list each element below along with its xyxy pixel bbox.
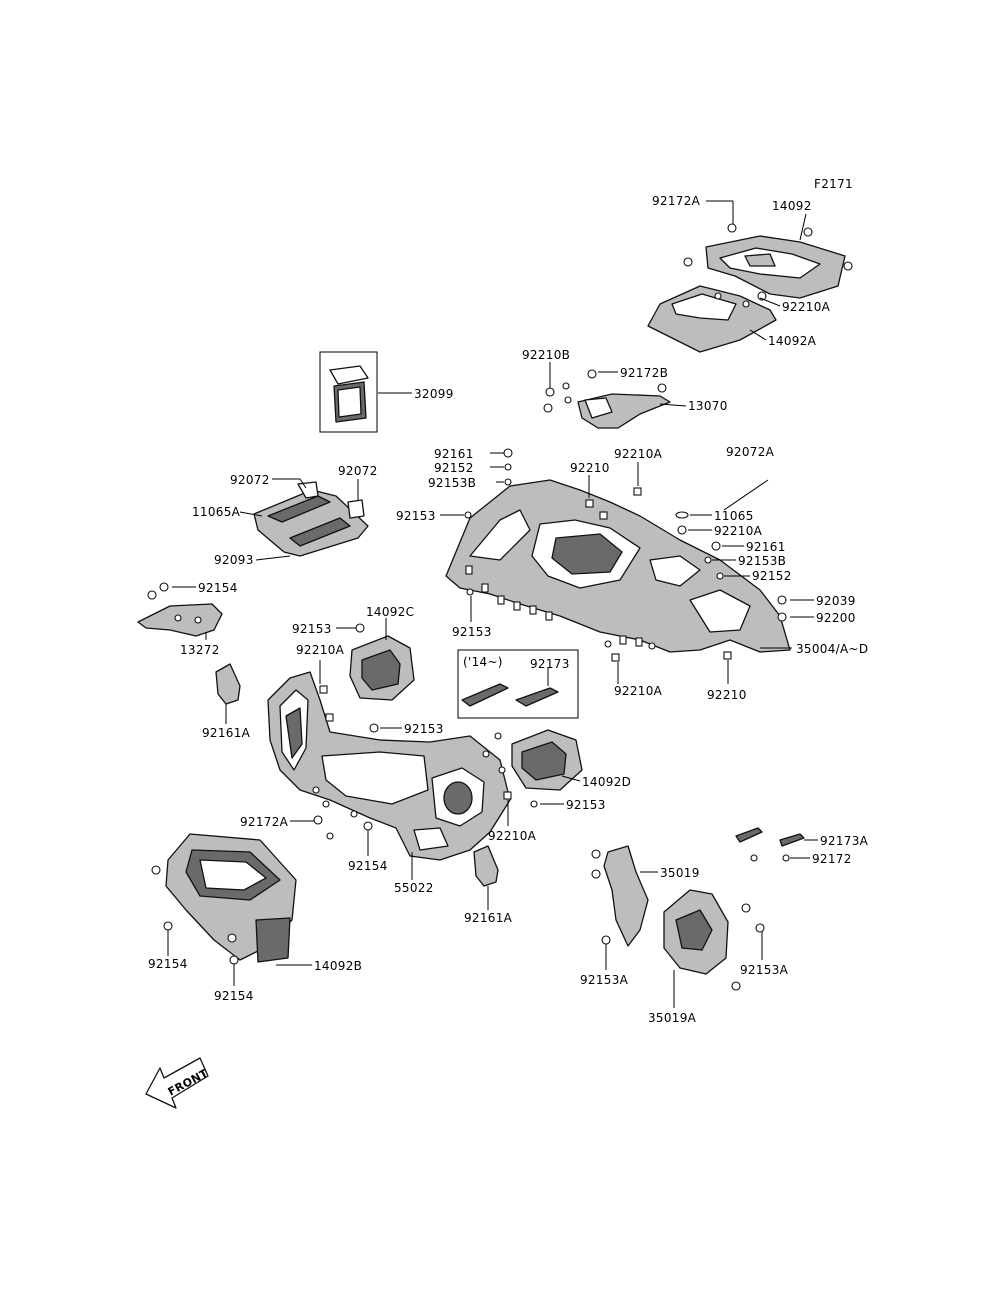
inset-92173	[457, 649, 579, 719]
lid-11065A	[253, 481, 369, 557]
label-14092: 14092	[772, 199, 812, 213]
front-fender-55022	[267, 671, 511, 861]
label-14092D: 14092D	[582, 775, 631, 789]
label-92161A-right: 92161A	[464, 911, 513, 925]
label-35019: 35019	[660, 866, 700, 880]
label-92173A: 92173A	[820, 834, 869, 848]
label-92161A-left: 92161A	[202, 726, 251, 740]
label-92210A-lower: 92210A	[614, 684, 663, 698]
label-35019A: 35019A	[648, 1011, 697, 1025]
label-92172B: 92172B	[620, 366, 668, 380]
figure-code: F2171	[814, 177, 853, 191]
label-92153-front: 92153	[404, 722, 444, 736]
label-35004: 35004/A~D	[796, 642, 868, 656]
label-92152-top: 92152	[434, 461, 474, 475]
label-92210A-d: 92210A	[488, 829, 537, 843]
inner-cover-14092C	[349, 635, 415, 701]
label-92210A-rear: 92210A	[782, 300, 831, 314]
label-13272: 13272	[180, 643, 220, 657]
label-92153A-right: 92153A	[740, 963, 789, 977]
label-92210: 92210	[570, 461, 610, 475]
label-11065: 11065	[714, 509, 754, 523]
front-arrow	[145, 1057, 209, 1109]
label-14092A: 14092A	[768, 334, 817, 348]
rear-cover-14092	[705, 235, 846, 299]
label-92161-mid: 92161	[746, 540, 786, 554]
label-92210-lower: 92210	[707, 688, 747, 702]
label-92072-left: 92072	[230, 473, 270, 487]
rear-fender-35004	[445, 479, 791, 653]
seal-92161A-right	[473, 845, 499, 887]
label-13070: 13070	[688, 399, 728, 413]
label-92161-top: 92161	[434, 447, 474, 461]
label-92173: 92173	[530, 657, 570, 671]
inner-cover-14092D	[511, 729, 583, 791]
label-92154-bracket: 92154	[198, 581, 238, 595]
label-92072-right: 92072	[338, 464, 378, 478]
label-32099: 32099	[414, 387, 454, 401]
bracket-13070	[577, 393, 671, 429]
part-92173A-right	[779, 833, 805, 847]
seal-92161A-left	[215, 663, 241, 705]
label-92210A-mid: 92210A	[714, 524, 763, 538]
front-grille-14092B	[165, 833, 297, 963]
part-92173A-left	[735, 827, 763, 843]
bracket-35019	[603, 845, 649, 947]
label-14092C: 14092C	[366, 605, 414, 619]
part-32099	[319, 351, 378, 433]
label-92154-grille-left: 92154	[148, 957, 188, 971]
label-92153-d: 92153	[566, 798, 606, 812]
label-92152-mid: 92152	[752, 569, 792, 583]
bracket-35019A	[663, 889, 729, 975]
label-92153-fender-lower: 92153	[452, 625, 492, 639]
label-11065A: 11065A	[192, 505, 241, 519]
label-92154-front: 92154	[348, 859, 388, 873]
label-14092B: 14092B	[314, 959, 362, 973]
leader-lines	[167, 200, 818, 1008]
label-92210A-top: 92210A	[614, 447, 663, 461]
label-92153B-top: 92153B	[428, 476, 476, 490]
label-92210A-front: 92210A	[296, 643, 345, 657]
label-92153-fender: 92153	[396, 509, 436, 523]
label-92093: 92093	[214, 553, 254, 567]
bracket-13272	[137, 603, 223, 637]
label-92200: 92200	[816, 611, 856, 625]
inset-year: ('14~)	[463, 655, 503, 669]
label-92154-grille-bottom: 92154	[214, 989, 254, 1003]
label-92039: 92039	[816, 594, 856, 608]
label-92153B-mid: 92153B	[738, 554, 786, 568]
label-92210B: 92210B	[522, 348, 570, 362]
label-92153-c: 92153	[292, 622, 332, 636]
label-92172-lower: 92172	[812, 852, 852, 866]
label-55022: 55022	[394, 881, 434, 895]
label-92172A-top: 92172A	[652, 194, 701, 208]
fasteners	[147, 223, 853, 991]
label-92153A-left: 92153A	[580, 973, 629, 987]
part-labels: 14092 92172A 92210A 14092A 92210B 92172B…	[148, 194, 869, 1025]
label-92072A: 92072A	[726, 445, 775, 459]
rear-lower-cover-14092A	[647, 285, 777, 353]
label-92172A-front: 92172A	[240, 815, 289, 829]
